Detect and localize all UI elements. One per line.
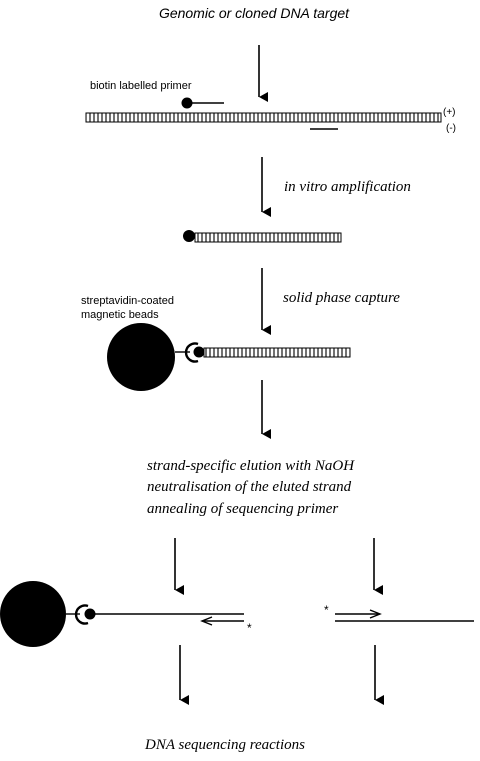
step-amplification: in vitro amplification — [284, 179, 411, 195]
bead-bound-streptavidin-cup — [74, 604, 89, 625]
amplicon-biotin-dot — [183, 230, 195, 242]
step-elution-line1: strand-specific elution with NaOH — [147, 458, 355, 474]
left-primer-arrowhead — [200, 616, 213, 626]
bead-bound-magnetic-bead — [0, 581, 66, 647]
left-label-star: * — [247, 621, 252, 635]
right-label-star: * — [324, 603, 329, 617]
step-elution-line3: annealing of sequencing primer — [147, 501, 338, 517]
captured-biotin-dot — [193, 346, 205, 358]
target-dna-duplex — [85, 112, 442, 123]
biotin-dot — [181, 97, 193, 109]
step-elution-line2: neutralisation of the eluted strand — [147, 479, 352, 495]
step-final: DNA sequencing reactions — [144, 737, 305, 753]
bead-label-line1: streptavidin-coated — [81, 295, 174, 307]
diagram-title: Genomic or cloned DNA target — [159, 5, 350, 21]
minus-strand-label: (-) — [446, 123, 456, 134]
right-primer-arrowhead — [369, 609, 382, 619]
streptavidin-cup — [184, 342, 199, 363]
magnetic-bead — [107, 323, 175, 391]
plus-strand-label: (+) — [443, 107, 456, 118]
bead-label-line2: magnetic beads — [81, 309, 159, 321]
step-capture: solid phase capture — [283, 290, 400, 306]
captured-strand — [203, 347, 351, 358]
biotin-primer-label: biotin labelled primer — [90, 80, 192, 92]
bead-bound-biotin-dot — [84, 608, 96, 620]
amplified-strand — [194, 232, 342, 243]
